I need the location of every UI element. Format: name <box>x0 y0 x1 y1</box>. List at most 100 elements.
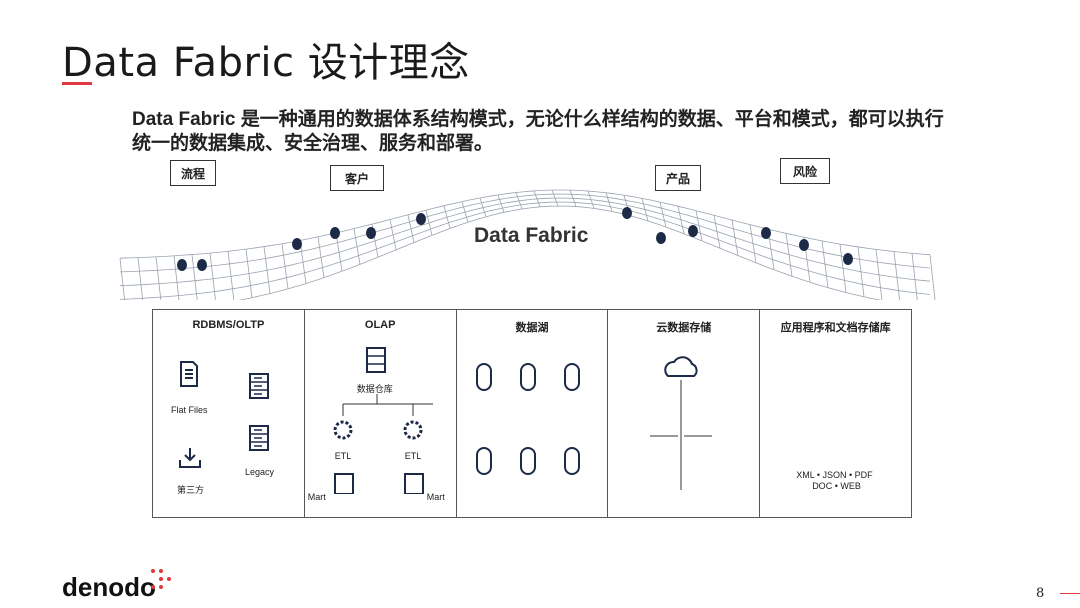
denodo-logo: denodo <box>62 572 156 602</box>
data-source-panel: RDBMS/OLTP Flat Files Legacy 第三方 OLAP 数据… <box>152 309 912 518</box>
mesh-line <box>119 189 931 259</box>
col-cloud: 云数据存储 <box>608 310 761 517</box>
fabric-node <box>330 227 340 239</box>
col-cloud-head: 云数据存储 <box>656 322 712 334</box>
mesh-line <box>731 219 739 256</box>
mesh-line <box>911 253 918 300</box>
mesh-line <box>238 205 882 300</box>
server-icon <box>365 347 386 373</box>
mesh-line <box>317 236 325 278</box>
fabric-label: Data Fabric <box>474 224 589 247</box>
server-icon <box>249 425 269 451</box>
legacy-label: Legacy <box>245 467 275 477</box>
cloud-icon <box>664 356 698 377</box>
mesh-line <box>263 246 271 294</box>
logo-dots <box>151 569 171 589</box>
etl-label: ETL <box>334 451 352 461</box>
mesh-line <box>857 246 865 297</box>
mesh-line <box>659 201 667 228</box>
tag-process: 流程 <box>170 160 216 186</box>
mesh-line <box>425 210 433 236</box>
mesh-line <box>209 253 216 300</box>
mesh-line <box>551 189 559 207</box>
mesh-line <box>389 219 397 250</box>
mesh-line <box>839 244 847 293</box>
mesh-line <box>677 206 685 234</box>
fabric-node <box>416 213 426 225</box>
tag-product: 产品 <box>655 165 701 191</box>
col-datalake-head: 数据湖 <box>515 322 549 334</box>
slide-subtitle: Data Fabric 是一种通用的数据体系结构模式，无论什么样结构的数据、平台… <box>132 109 944 154</box>
mesh-line <box>515 192 523 210</box>
mesh-line <box>713 215 721 249</box>
third-party-label: 第三方 <box>177 485 205 495</box>
fabric-node <box>177 259 187 271</box>
mesh-line <box>119 201 931 300</box>
mesh-line <box>605 192 613 212</box>
fabric-node <box>761 227 771 239</box>
etl-label: ETL <box>404 451 422 461</box>
fabric-node <box>622 207 632 219</box>
mesh-line <box>821 240 829 288</box>
server-icon <box>249 373 269 399</box>
fabric-node <box>799 239 809 251</box>
file-icon <box>180 361 198 387</box>
col-docstore-head: 应用程序和文档存储库 <box>780 322 891 334</box>
mesh-line <box>533 190 541 207</box>
mesh-line <box>641 198 649 222</box>
mesh-line <box>569 189 577 207</box>
mesh-line <box>785 233 793 277</box>
page-number: 8 <box>1036 586 1045 601</box>
mesh-line <box>353 228 361 265</box>
fabric-node <box>656 232 666 244</box>
col-datalake: 数据湖 <box>457 310 609 517</box>
mesh-line <box>155 256 162 300</box>
mesh-line <box>695 210 703 241</box>
etl-tree <box>333 394 433 494</box>
mesh-line <box>407 214 415 243</box>
datalake-icons <box>475 363 580 475</box>
mesh-line <box>461 201 469 223</box>
mesh-line <box>245 249 253 298</box>
mesh-line <box>119 258 125 300</box>
flat-files-label: Flat Files <box>171 405 208 415</box>
fabric-node <box>197 259 207 271</box>
download-tray-icon <box>179 448 201 468</box>
mesh-line <box>875 249 883 300</box>
fabric-node <box>366 227 376 239</box>
col-rdbms-head: RDBMS/OLTP <box>192 319 265 331</box>
tag-risk: 风险 <box>780 158 830 184</box>
mart-label: Mart <box>426 492 445 502</box>
data-warehouse-label: 数据仓库 <box>356 384 393 394</box>
mesh-line <box>191 254 198 300</box>
mesh-line <box>497 194 505 213</box>
mart-label: Mart <box>307 492 326 502</box>
mesh-line <box>479 197 487 217</box>
mesh-line <box>119 197 931 287</box>
fabric-node <box>292 238 302 250</box>
col-olap: OLAP 数据仓库 ETL ETL Mart Mart <box>305 310 457 517</box>
title-underline <box>62 82 92 85</box>
mesh-line <box>119 193 931 273</box>
mesh-line <box>137 257 144 300</box>
col-rdbms: RDBMS/OLTP Flat Files Legacy 第三方 <box>153 310 305 517</box>
col-docstore: 应用程序和文档存储库 XML • JSON • PDF DOC • WEB <box>760 310 911 517</box>
mesh-line <box>749 224 757 263</box>
mesh-line <box>173 255 180 300</box>
tag-customer: 客户 <box>330 165 384 191</box>
cloud-diagram <box>650 356 713 490</box>
formats-line-1: XML • JSON • PDF <box>796 470 873 480</box>
slide-title: Data Fabric 设计理念 <box>62 40 470 86</box>
formats-line-2: DOC • WEB <box>812 481 861 491</box>
col-olap-head: OLAP <box>364 319 396 331</box>
fabric-node <box>688 225 698 237</box>
page-line <box>1060 593 1080 594</box>
mesh-line <box>893 251 900 300</box>
fabric-mesh <box>119 189 936 300</box>
mesh-line <box>227 251 235 300</box>
mesh-line <box>281 243 289 289</box>
mesh-line <box>587 190 595 209</box>
mesh-line <box>335 232 343 272</box>
mesh-line <box>443 205 451 229</box>
mesh-line <box>929 254 936 300</box>
